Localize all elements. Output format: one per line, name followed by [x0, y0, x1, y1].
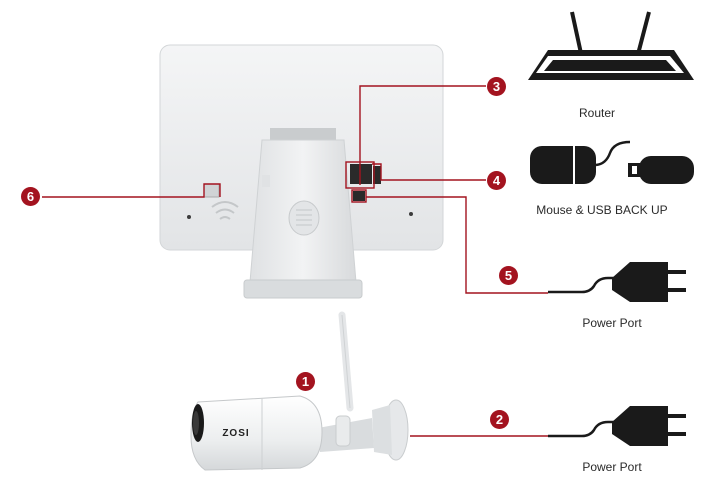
- callout-badge-5: 5: [499, 266, 518, 285]
- callout-badge-6: 6: [21, 187, 40, 206]
- callout-badge-1: 1: [296, 372, 315, 391]
- mouse-usb-label: Mouse & USB BACK UP: [536, 203, 668, 217]
- mouse-icon: [530, 140, 631, 184]
- monitor-back: [159, 44, 444, 299]
- camera-brand-label: ZOSI: [222, 428, 250, 439]
- callout-lines: [42, 85, 548, 437]
- usb-stick-icon: [628, 156, 694, 184]
- bullet-camera: [190, 311, 409, 471]
- power-port-camera-label: Power Port: [582, 460, 642, 474]
- power-port-monitor-label: Power Port: [582, 316, 642, 330]
- callout-badge-4: 4: [487, 171, 506, 190]
- router-label: Router: [578, 106, 616, 120]
- callout-badge-3: 3: [487, 77, 506, 96]
- callout-badge-2: 2: [490, 410, 509, 429]
- router-icon: [528, 11, 694, 80]
- power-plug-icon: [548, 406, 686, 446]
- power-plug-icon: [548, 262, 686, 302]
